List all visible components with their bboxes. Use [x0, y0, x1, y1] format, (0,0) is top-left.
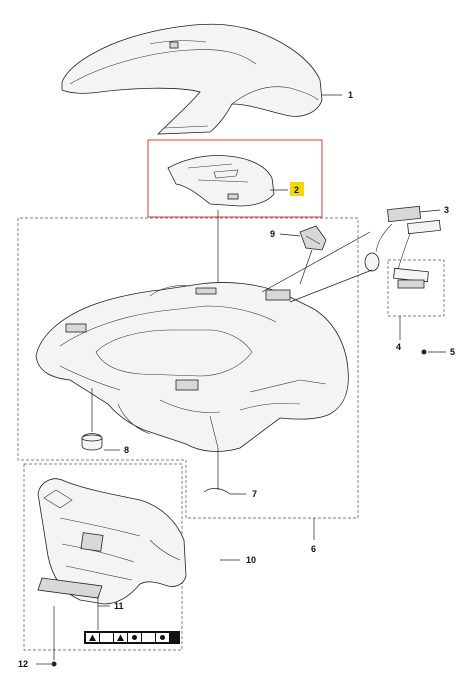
group-box-4 [387, 259, 445, 317]
part-10-front-bumper [37, 478, 187, 605]
callout-7: 7 [252, 489, 257, 499]
part-5-screw [421, 349, 427, 355]
callout-12: 12 [18, 659, 28, 669]
callout-6: 6 [311, 544, 316, 554]
part-2-highlight-box [147, 139, 323, 218]
part-12-screw [51, 661, 57, 667]
part-7-wire [203, 488, 246, 495]
warning-label-strip [84, 631, 180, 644]
leader-9-to-chassis [299, 249, 313, 285]
callout-1: 1 [348, 90, 353, 100]
part-2-tag [290, 182, 304, 196]
callout-10: 10 [246, 555, 256, 565]
leader-3-to-chassis [261, 231, 371, 293]
part-1-top-cover [61, 23, 323, 135]
callout-2: 2 [294, 185, 299, 195]
part-6-chassis [35, 282, 349, 452]
part-8-grommet [81, 433, 103, 451]
part-3-cable-assembly [364, 205, 441, 289]
leader-9 [279, 233, 301, 237]
part-2-badge-cover [167, 155, 275, 207]
callout-9: 9 [270, 229, 275, 239]
group-box-6 [17, 217, 359, 519]
leader-3 [419, 209, 441, 213]
leader-3b-to-chassis [289, 269, 373, 303]
callout-5: 5 [450, 347, 455, 357]
callout-3: 3 [444, 205, 449, 215]
callout-4: 4 [396, 342, 401, 352]
part-9-clip [299, 225, 327, 251]
callout-11: 11 [114, 601, 124, 611]
callout-8: 8 [124, 445, 129, 455]
